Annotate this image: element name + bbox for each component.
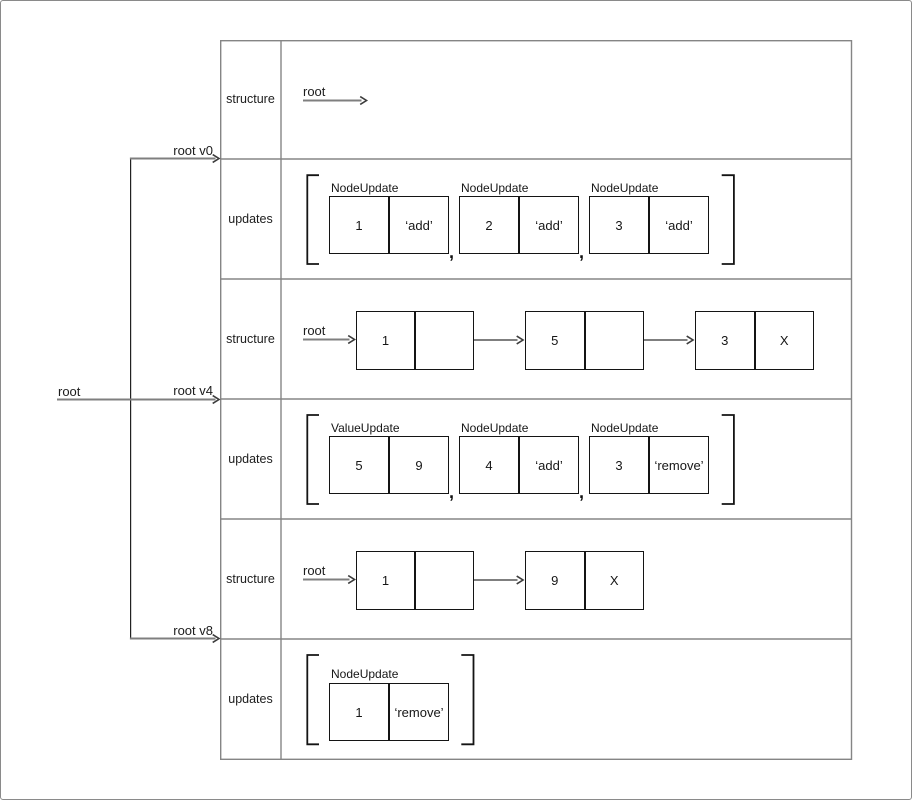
node-null-cell: X — [753, 312, 814, 369]
update-box: 1 ‘add’ — [329, 196, 449, 254]
update-key-cell: 3 — [615, 457, 623, 473]
row-label-structure-v8: structure — [226, 572, 275, 586]
update-box: 1 ‘remove’ — [329, 683, 449, 741]
list-node: 5 — [525, 311, 644, 370]
row-label-structure-v4: structure — [226, 332, 275, 346]
update-op-cell: ‘add’ — [518, 197, 578, 253]
update-box-title: NodeUpdate — [591, 181, 659, 195]
bracket-open-icon — [306, 654, 319, 746]
table-grid — [219, 40, 853, 760]
update-key-cell: 4 — [485, 457, 493, 473]
node-null-cell: X — [583, 552, 644, 609]
node-value-cell: 9 — [551, 573, 559, 588]
update-key-cell: 3 — [615, 217, 623, 233]
pointer-label-v0: root — [303, 84, 326, 99]
comma-separator: , — [579, 482, 585, 502]
bracket-open-icon — [306, 414, 319, 505]
update-op-cell: 9 — [388, 437, 448, 493]
row-label-updates-v0: updates — [228, 212, 273, 226]
bracket-open-icon — [306, 174, 319, 265]
update-box-title: NodeUpdate — [461, 421, 529, 435]
version-label-v8: root v8 — [173, 623, 213, 638]
update-box: 3 ‘remove’ — [589, 436, 709, 494]
update-op-cell: ‘add’ — [388, 197, 448, 253]
version-label-v0: root v0 — [173, 143, 213, 158]
row-label-updates-v4: updates — [228, 452, 273, 466]
bracket-close-icon — [721, 414, 735, 505]
comma-separator: , — [579, 242, 585, 262]
bracket-close-icon — [461, 654, 475, 746]
update-box: 2 ‘add’ — [459, 196, 579, 254]
row-label-structure-v0: structure — [226, 92, 275, 106]
row-label-updates-v8: updates — [228, 692, 273, 706]
version-tree — [57, 153, 221, 644]
node-next-cell — [414, 312, 473, 369]
version-label-v4: root v4 — [173, 383, 213, 398]
pointer-label-v8: root — [303, 563, 326, 578]
update-key-cell: 2 — [485, 217, 493, 233]
root-label: root — [58, 384, 81, 399]
node-value-cell: 1 — [381, 573, 390, 588]
update-box: 5 9 — [329, 436, 449, 494]
list-node: 1 — [356, 551, 474, 610]
update-op-cell: ‘add’ — [518, 437, 578, 493]
update-op-cell: ‘add’ — [648, 197, 708, 253]
node-next-cell — [414, 552, 473, 609]
update-key-cell: 1 — [355, 217, 363, 233]
branch-arrowhead-icon — [212, 153, 221, 644]
comma-separator: , — [449, 242, 455, 262]
comma-separator: , — [449, 482, 455, 502]
update-box-title: ValueUpdate — [331, 421, 400, 435]
list-node: 9 X — [525, 551, 644, 610]
pointer-label-v4: root — [303, 323, 326, 338]
update-key-cell: 1 — [355, 704, 363, 720]
node-next-cell — [583, 312, 644, 369]
update-box-title: NodeUpdate — [331, 667, 399, 681]
update-box-title: NodeUpdate — [591, 421, 659, 435]
list-node: 1 — [356, 311, 474, 370]
node-value-cell: 5 — [551, 333, 559, 348]
update-box-title: NodeUpdate — [331, 181, 399, 195]
update-box: 4 ‘add’ — [459, 436, 579, 494]
bracket-close-icon — [721, 174, 735, 265]
node-value-cell: 1 — [381, 333, 390, 348]
update-box: 3 ‘add’ — [589, 196, 709, 254]
update-op-cell: ‘remove’ — [388, 684, 448, 740]
node-value-cell: 3 — [721, 333, 729, 348]
update-box-title: NodeUpdate — [461, 181, 529, 195]
update-op-cell: ‘remove’ — [648, 437, 708, 493]
list-node: 3 X — [695, 311, 814, 370]
update-key-cell: 5 — [355, 457, 363, 473]
